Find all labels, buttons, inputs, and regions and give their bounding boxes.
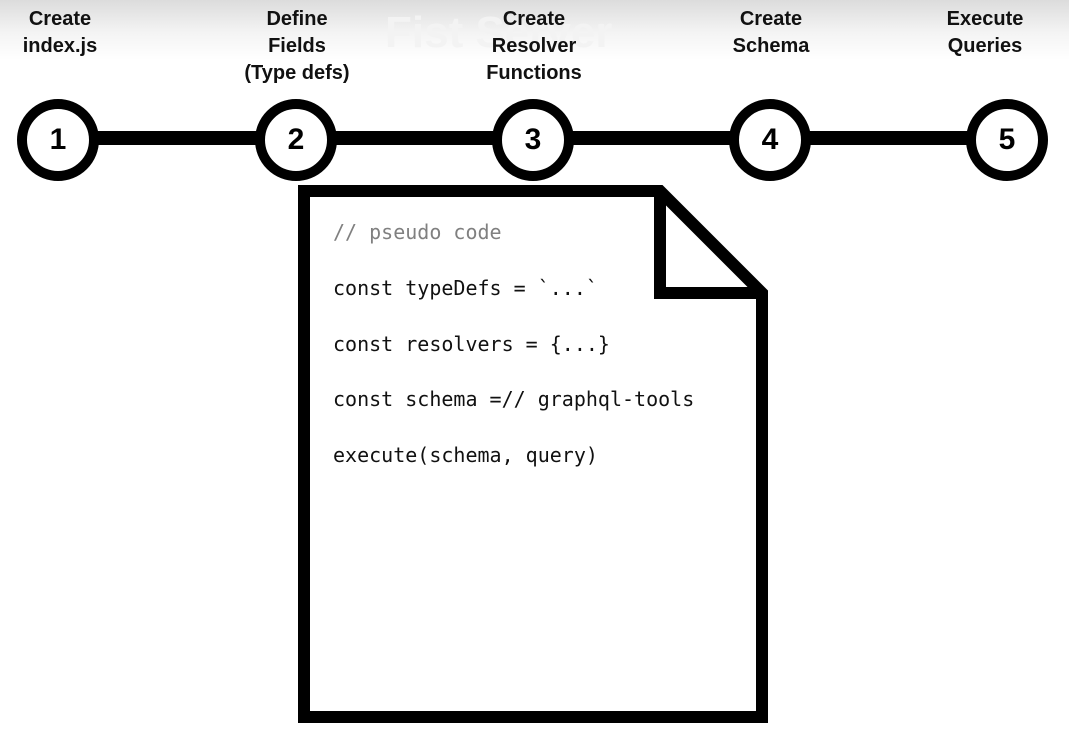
step-3-label-line: Create: [502, 8, 566, 30]
code-document: // pseudo code const typeDefs = `...` co…: [298, 185, 768, 723]
step-1-label: Create index.js: [0, 6, 140, 60]
step-4-label: Create Schema: [691, 6, 851, 60]
document-icon: [298, 185, 768, 723]
step-2-label-line: (Type defs): [244, 62, 350, 84]
step-1-label-line: Create: [28, 8, 92, 30]
watermark-title: Fist Server: [385, 8, 613, 57]
code-schema-line: const schema =// graphql-tools: [333, 387, 695, 411]
step-4-label-line: Create: [739, 8, 803, 30]
step-5-circle: 5: [966, 99, 1048, 181]
step-3-label-line: Resolver: [491, 35, 577, 57]
step-5-label-line: Queries: [947, 35, 1023, 57]
step-4-label-line: Schema: [732, 35, 810, 57]
step-5-label-line: Execute: [946, 8, 1024, 30]
step-3-label-line: Functions: [486, 62, 582, 84]
code-resolvers-line: const resolvers = {...}: [333, 332, 610, 356]
step-2-label: Define Fields (Type defs): [217, 6, 377, 87]
code-comment-line: // pseudo code: [333, 220, 502, 244]
top-shade: [0, 0, 1069, 60]
step-2-label-line: Define: [266, 8, 328, 30]
step-2-label-line: Fields: [268, 35, 326, 57]
step-3-circle: 3: [492, 99, 574, 181]
step-3-label: Create Resolver Functions: [454, 6, 614, 87]
step-1-label-line: index.js: [22, 35, 98, 57]
code-execute-line: execute(schema, query): [333, 443, 598, 467]
code-typedefs-line: const typeDefs = `...`: [333, 276, 598, 300]
step-1-circle: 1: [17, 99, 99, 181]
step-2-circle: 2: [255, 99, 337, 181]
step-5-label: Execute Queries: [905, 6, 1065, 60]
step-4-circle: 4: [729, 99, 811, 181]
